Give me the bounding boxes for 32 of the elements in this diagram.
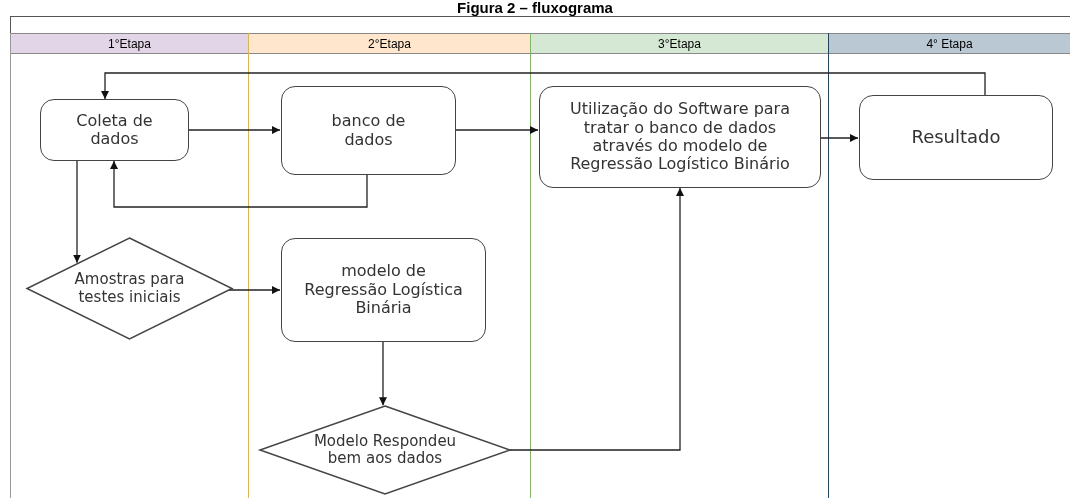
node-label: Utilização do Software para tratar o banco de dados através do modelo de Regressão Logístico Binário [569,100,791,174]
arrow [228,286,281,294]
lane-header: 4° Etapa [829,33,1070,54]
arrow [101,72,986,100]
arrow [819,134,859,142]
arrow [379,341,387,406]
arrow [187,126,281,134]
figure-title: Figura 2 – fluxograma [456,0,614,16]
lane-header: 2°Etapa [249,33,530,54]
process-box [281,238,486,342]
process-box [539,86,821,188]
node-label: Amostras para testes iniciais [73,271,186,306]
node-label: modelo de Regressão Logística Binária [303,262,464,318]
arrow [509,187,684,451]
decision-diamond [259,405,511,495]
node-label: Resultado [911,127,1001,148]
swimlane [10,33,248,498]
arrow [73,160,81,264]
arrow [110,160,368,208]
node-label: banco de dados [330,112,407,149]
swimlane [828,33,1070,498]
swimlane [248,33,530,498]
node-label: Modelo Respondeu bem aos dados [312,432,458,468]
node-label: Coleta de dados [75,111,154,149]
process-box [281,86,456,175]
lane-header: 3°Etapa [531,33,828,54]
swimlane [530,33,828,498]
process-box [40,99,189,161]
process-box [859,95,1053,180]
decision-diamond [26,237,233,340]
lane-header: 1°Etapa [11,33,248,54]
arrow [454,126,539,134]
